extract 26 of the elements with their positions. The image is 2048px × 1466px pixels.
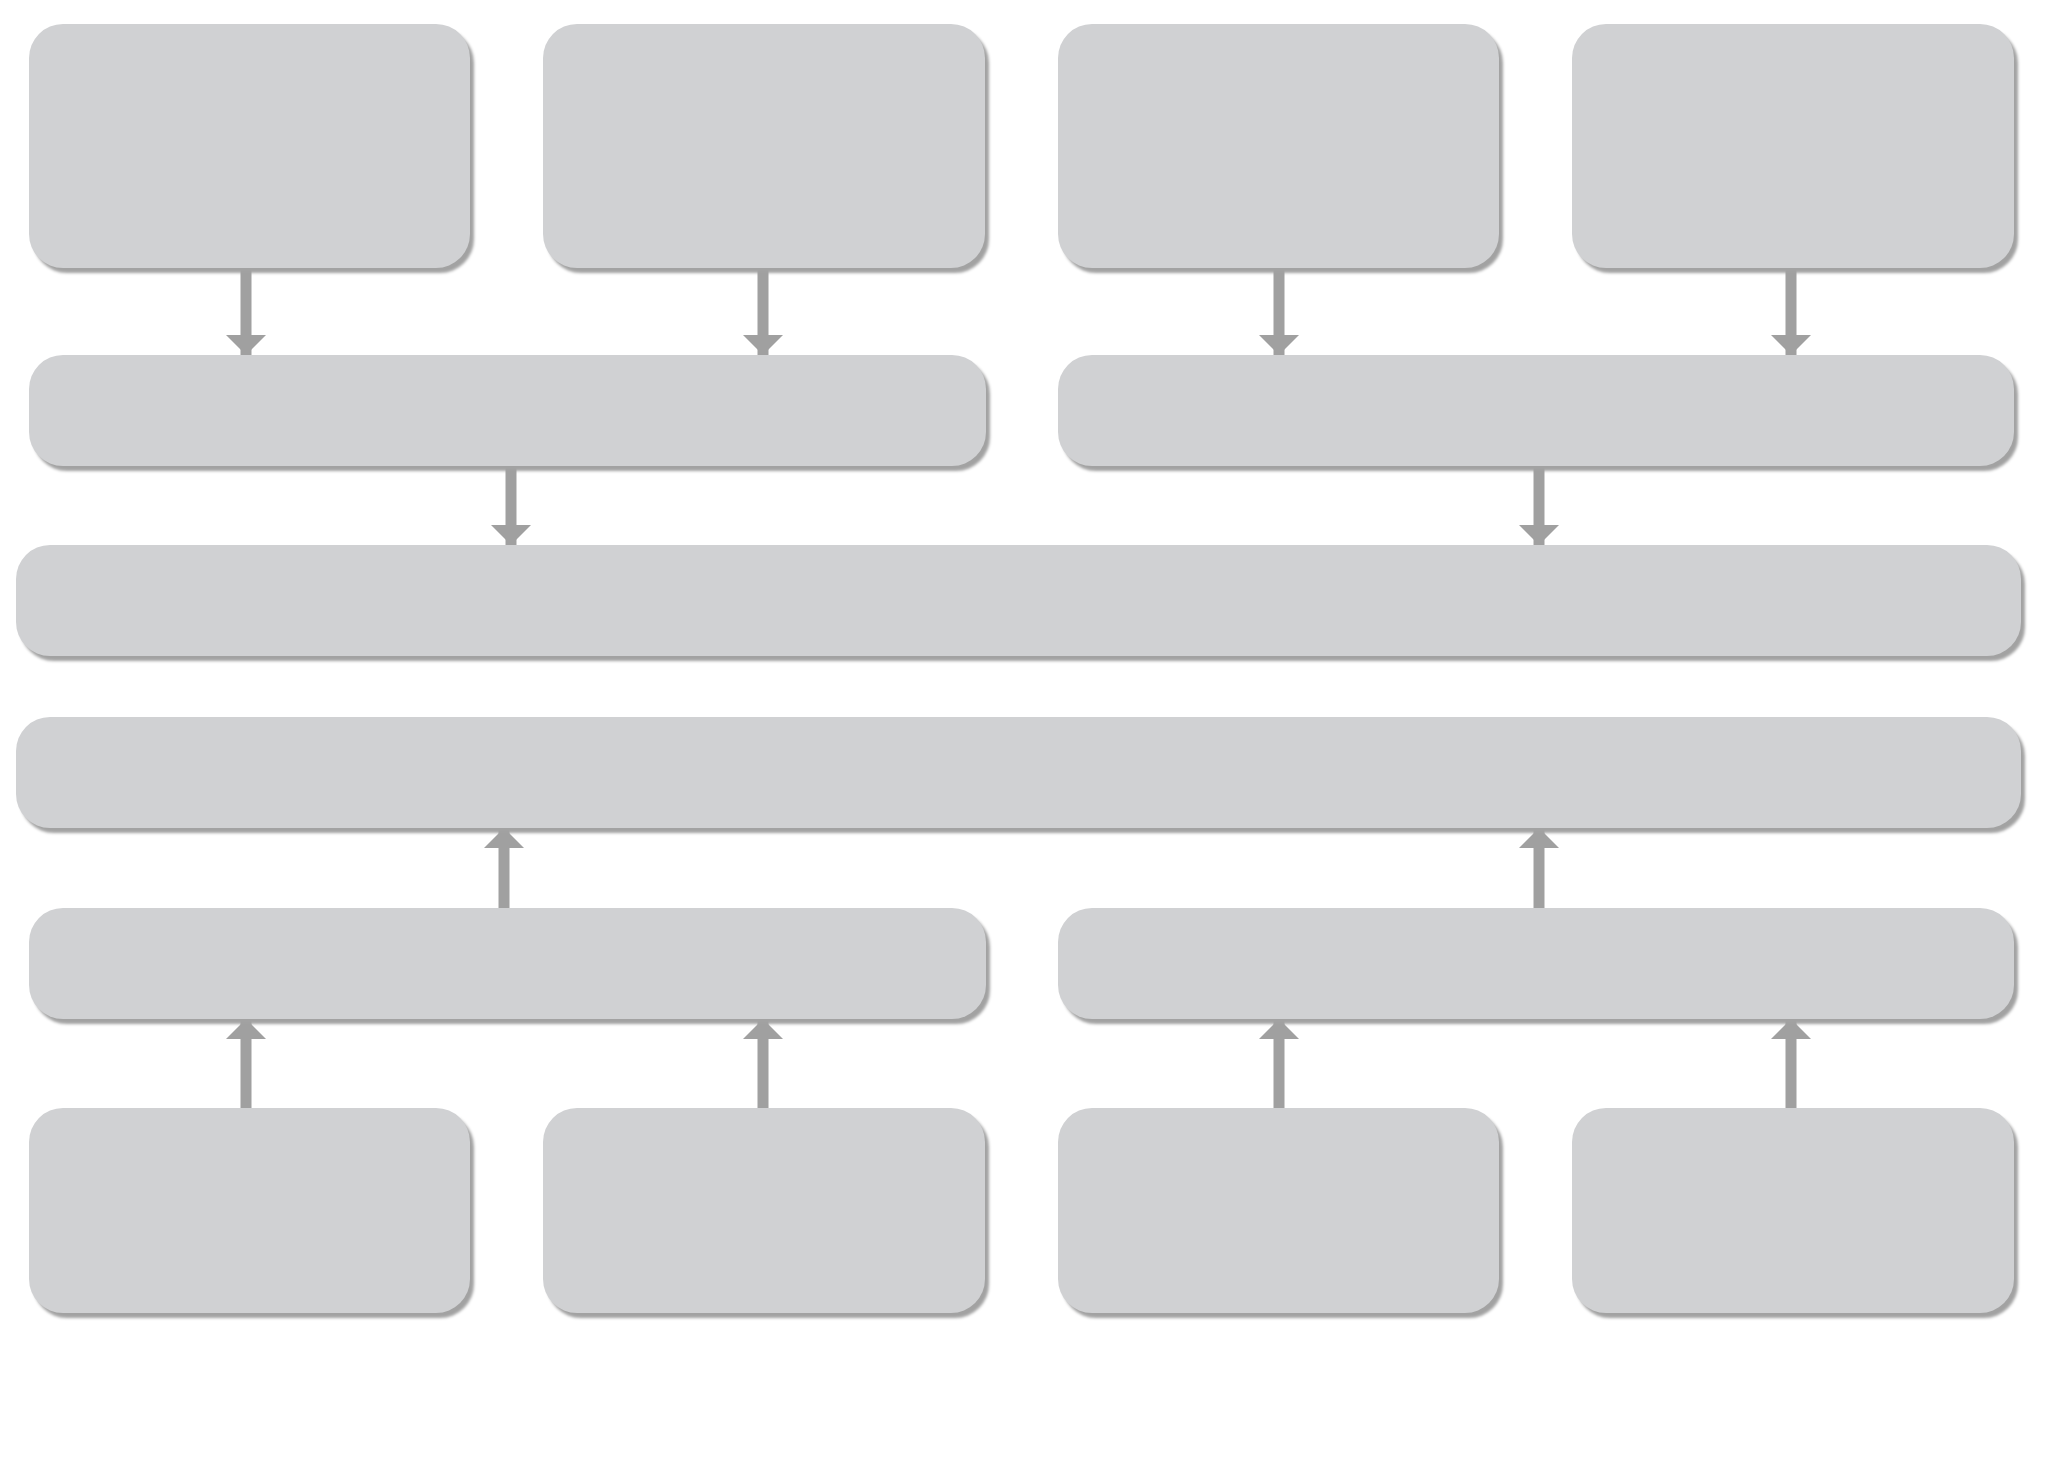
rounded-box xyxy=(16,717,2021,828)
arrow xyxy=(226,268,266,355)
arrow xyxy=(491,466,531,545)
arrow xyxy=(1771,268,1811,355)
arrow xyxy=(1259,1019,1299,1108)
arrow xyxy=(226,1019,266,1108)
rounded-box xyxy=(16,545,2021,656)
rounded-box xyxy=(29,355,986,466)
arrow xyxy=(1771,1019,1811,1108)
arrow xyxy=(1259,268,1299,355)
rounded-box xyxy=(29,908,986,1019)
arrow xyxy=(1519,466,1559,545)
rounded-box xyxy=(29,24,470,268)
rounded-box xyxy=(1058,355,2014,466)
rounded-box xyxy=(543,1108,985,1313)
rounded-box xyxy=(1572,1108,2014,1313)
arrow xyxy=(484,828,524,908)
arrow xyxy=(743,268,783,355)
rounded-box xyxy=(543,24,985,268)
arrow xyxy=(1519,828,1559,908)
rounded-box xyxy=(1058,1108,1499,1313)
rounded-box xyxy=(1058,24,1499,268)
rounded-box xyxy=(29,1108,470,1313)
arrow xyxy=(743,1019,783,1108)
rounded-box xyxy=(1058,908,2014,1019)
rounded-box xyxy=(1572,24,2014,268)
